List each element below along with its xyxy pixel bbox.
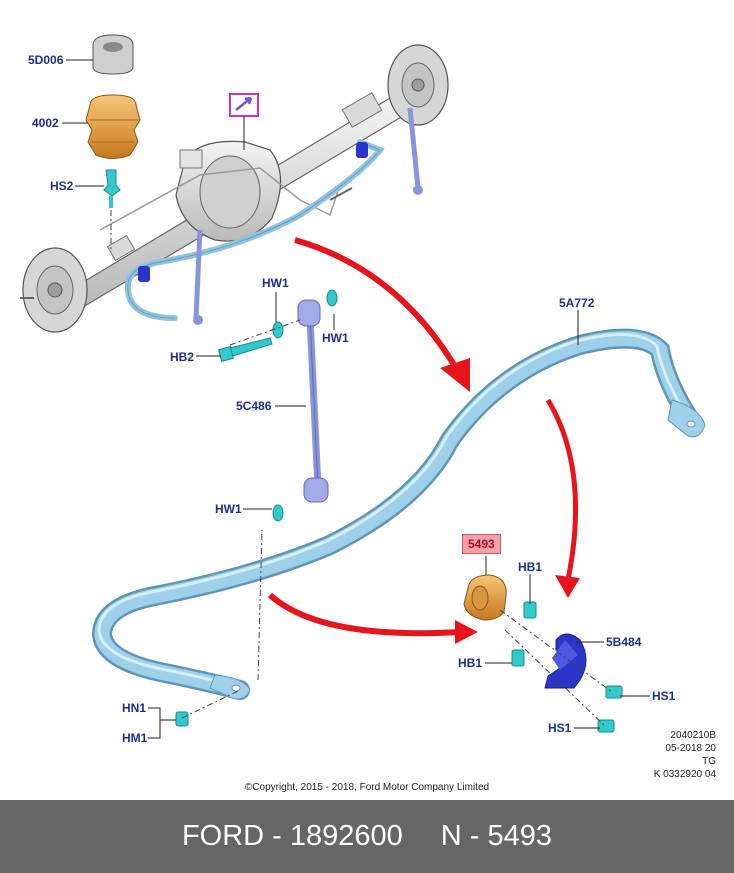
label-hw1-top-left: HW1 [262, 276, 289, 290]
callout-arrows [267, 237, 580, 644]
label-4002: 4002 [32, 116, 59, 130]
drawing-id: 2040210B [670, 730, 716, 741]
label-hb1-upper: HB1 [518, 560, 543, 574]
washer-hw1-bottom [272, 504, 284, 522]
label-hs2: HS2 [50, 179, 74, 193]
washer-hw1-top-left [272, 321, 284, 339]
label-hn1: HN1 [122, 701, 147, 715]
drawing-ref: K 0332920 04 [653, 769, 716, 780]
copyright-text: ©Copyright, 2015 - 2018, Ford Motor Comp… [244, 782, 490, 793]
brake-line [99, 167, 341, 231]
label-hs1-upper: HS1 [652, 689, 676, 703]
label-hm1: HM1 [122, 731, 148, 745]
label-hb2: HB2 [170, 350, 195, 364]
bolt-hb1-upper [523, 601, 537, 619]
washer-hw1-top-right [326, 289, 338, 307]
footer-bar: FORD - 1892600 N - 5493 [0, 800, 734, 873]
stabilizer-link-group [218, 289, 338, 522]
jounce-bumper-bolt [103, 169, 121, 197]
exploded-parts-diagram [20, 34, 706, 739]
footer-reference: N - 5493 [440, 820, 553, 852]
nut-hs1-lower [597, 719, 615, 733]
label-5c486: 5C486 [236, 399, 272, 413]
stabilizer-bar [91, 328, 706, 700]
view-direction-icon [229, 93, 259, 150]
label-5a772: 5A772 [559, 296, 595, 310]
bumper-cap [92, 34, 134, 75]
jounce-bumper [85, 94, 141, 159]
bushing-bracket-group [463, 574, 623, 733]
bolt-hb1-lower [511, 649, 525, 667]
drawing-metadata: 2040210B 05-2018 20 TG K 0332920 04 [654, 729, 716, 781]
label-5493: 5493 [462, 534, 501, 554]
footer-part-number: FORD - 1892600 [181, 820, 403, 852]
label-5d006: 5D006 [28, 53, 64, 67]
drawing-date: 05-2018 20 [665, 743, 716, 754]
label-hw1-bottom: HW1 [215, 502, 242, 516]
nut-hs1-upper [605, 685, 623, 699]
nut-hn1-hm1 [175, 529, 263, 727]
jounce-bumper-group [85, 34, 141, 250]
label-5b484: 5B484 [606, 635, 642, 649]
label-hw1-top-right: HW1 [322, 331, 349, 345]
drawing-code: TG [702, 756, 716, 767]
label-hb1-lower: HB1 [458, 656, 483, 670]
leader-lines [62, 59, 650, 739]
rear-axle-assembly [20, 44, 449, 333]
label-hs1-lower: HS1 [548, 721, 572, 735]
